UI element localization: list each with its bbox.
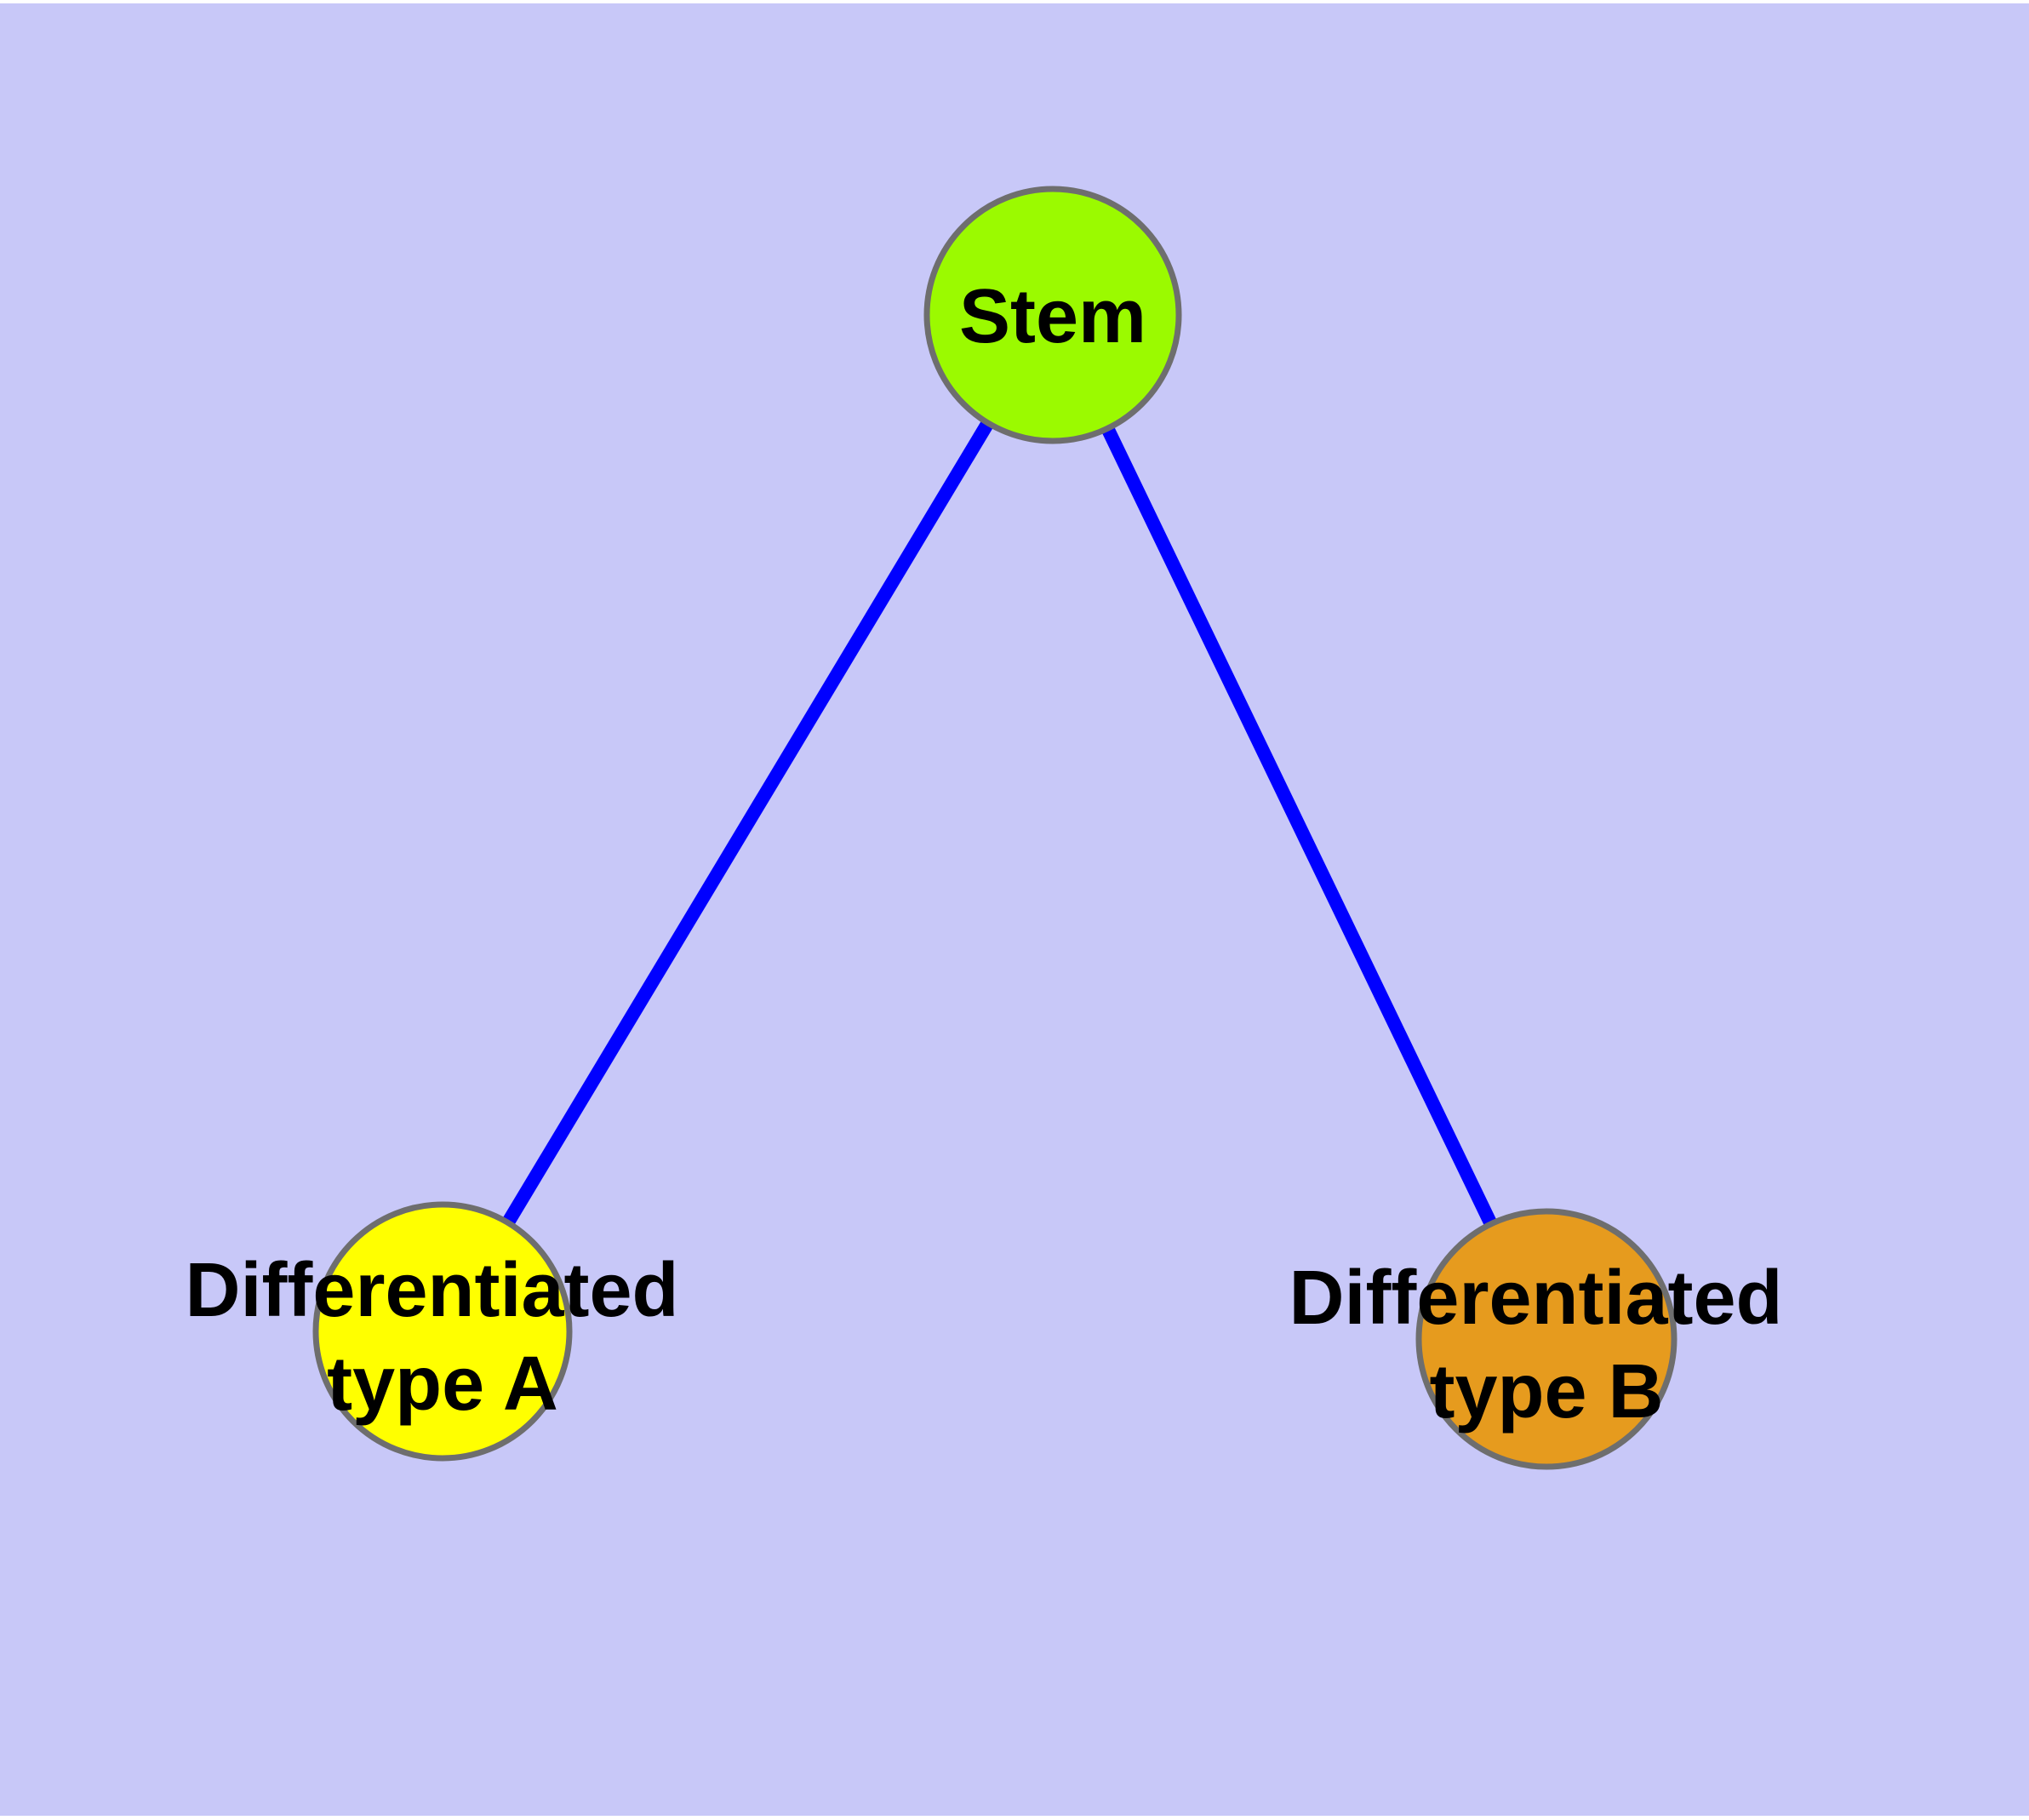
node-type-a-label: Differentiated type A xyxy=(185,1248,700,1427)
node-stem-label: Stem xyxy=(959,274,1146,359)
edge-stem-to-type-a xyxy=(437,311,1059,1336)
node-differentiated-type-b xyxy=(1415,1208,1677,1470)
node-stem-label-line1: Stem xyxy=(959,274,1146,359)
node-type-b-label-line2: type B xyxy=(1429,1349,1663,1434)
node-type-b-label: Differentiated type B xyxy=(1289,1256,1803,1434)
node-stem xyxy=(923,186,1182,444)
node-type-a-label-line2: type A xyxy=(327,1342,558,1427)
node-differentiated-type-a xyxy=(312,1201,573,1462)
node-type-a-label-line1: Differentiated xyxy=(185,1248,678,1333)
edge-stem-to-type-b xyxy=(1046,312,1553,1342)
node-type-b-label-line1: Differentiated xyxy=(1289,1256,1782,1341)
